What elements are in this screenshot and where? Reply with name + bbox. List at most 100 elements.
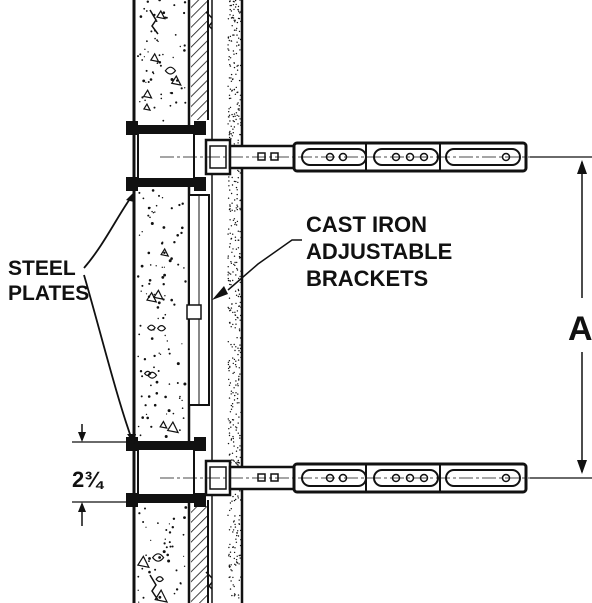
plaster-dot: [237, 108, 239, 110]
concrete-speck: [144, 99, 146, 102]
concrete-speck: [183, 11, 186, 15]
plaster-dot: [233, 19, 235, 21]
concrete-speck: [137, 275, 140, 278]
dimension-a: A: [530, 156, 592, 479]
plaster-dot: [230, 10, 233, 12]
plaster-dot: [236, 532, 238, 534]
plaster-dot: [236, 193, 238, 196]
concrete-speck: [158, 0, 161, 2]
concrete-speck: [142, 197, 145, 200]
plaster-dot: [228, 553, 230, 556]
plaster-dot: [238, 523, 240, 525]
plaster-dot: [238, 170, 240, 173]
plaster-dot: [235, 462, 237, 464]
concrete-speck: [184, 101, 187, 104]
plaster-dot: [239, 230, 241, 233]
plaster-dot: [235, 180, 237, 183]
plaster-dot: [228, 116, 230, 118]
plaster-dot: [239, 209, 241, 211]
plaster-dot: [237, 288, 239, 291]
concrete-speck: [168, 352, 171, 355]
plaster-dot: [230, 40, 232, 42]
plaster-dot: [234, 21, 236, 23]
plaster-dot: [234, 261, 236, 264]
concrete-speck: [183, 1, 187, 4]
plaster-dot: [235, 360, 237, 362]
concrete-speck: [170, 78, 174, 81]
plaster-dot: [236, 461, 238, 463]
plaster-dot: [228, 360, 231, 362]
plaster-dot: [239, 64, 242, 67]
concrete-stone: [155, 9, 166, 20]
concrete-speck: [160, 242, 164, 245]
plaster-dot: [233, 143, 235, 145]
concrete-speck: [163, 251, 166, 254]
concrete-speck: [137, 589, 139, 591]
plaster-dot: [239, 514, 241, 517]
plaster-dot: [235, 380, 237, 382]
plaster-dot: [233, 499, 236, 502]
plaster-dot: [230, 307, 233, 309]
concrete-speck: [158, 595, 162, 599]
plaster-dot: [235, 186, 238, 189]
concrete-speck: [170, 207, 173, 210]
plaster-dot: [229, 219, 231, 221]
plaster-dot: [234, 563, 236, 565]
plaster-dot: [228, 397, 231, 399]
steel-plates-callout: STEEL PLATES: [8, 192, 136, 444]
plaster-dot: [229, 502, 232, 504]
brackets-label-line1: CAST IRON: [306, 212, 427, 237]
plaster-dot: [238, 416, 240, 418]
concrete-speck: [162, 283, 165, 286]
plaster-dot: [235, 302, 237, 305]
plaster-dot: [228, 134, 230, 136]
concrete-stone: [166, 420, 180, 434]
concrete-speck: [173, 592, 176, 595]
concrete-speck: [171, 545, 174, 548]
concrete-stone: [156, 325, 167, 332]
plaster-dot: [238, 554, 240, 557]
plaster-dot: [227, 197, 230, 199]
plaster-dot: [239, 0, 241, 1]
concrete-speck: [137, 425, 140, 428]
concrete-speck: [181, 407, 184, 410]
concrete-speck: [143, 358, 147, 361]
plaster-dot: [228, 529, 231, 531]
plaster-dot: [233, 371, 235, 374]
plaster-dot: [239, 544, 242, 547]
plaster-dot: [236, 21, 239, 24]
plaster-dot: [239, 554, 242, 556]
plaster-dot: [235, 426, 237, 428]
plaster-dot: [228, 176, 230, 178]
plaster-dot: [232, 531, 234, 533]
plaster-dot: [230, 125, 232, 128]
concrete-speck: [151, 189, 155, 192]
plaster-dot: [238, 37, 240, 39]
concrete-speck: [176, 234, 179, 237]
steel-plate-bottom: [126, 437, 206, 507]
plaster-dot: [233, 88, 236, 91]
concrete-speck: [183, 44, 186, 47]
plaster-dot: [234, 223, 236, 226]
plaster-dot: [240, 411, 242, 414]
plaster-dot: [229, 543, 231, 546]
plaster-dot: [238, 30, 241, 33]
plaster-dot: [234, 6, 237, 8]
plaster-dot: [233, 120, 235, 123]
plaster-dot: [235, 456, 238, 458]
concrete-speck: [164, 295, 166, 297]
concrete-speck: [147, 81, 150, 83]
plaster-dot: [237, 422, 239, 424]
plaster-dot: [235, 366, 237, 368]
plaster-dot: [227, 48, 229, 50]
concrete-speck: [137, 355, 139, 358]
concrete-speck: [162, 316, 165, 320]
plaster-dot: [234, 526, 237, 528]
concrete-speck: [158, 54, 161, 57]
concrete-speck: [144, 48, 146, 50]
plaster-dot: [229, 35, 232, 38]
plaster-dot: [232, 529, 235, 531]
plaster-dot: [232, 521, 235, 523]
plaster-dot: [229, 65, 232, 67]
concrete-speck: [139, 101, 141, 103]
